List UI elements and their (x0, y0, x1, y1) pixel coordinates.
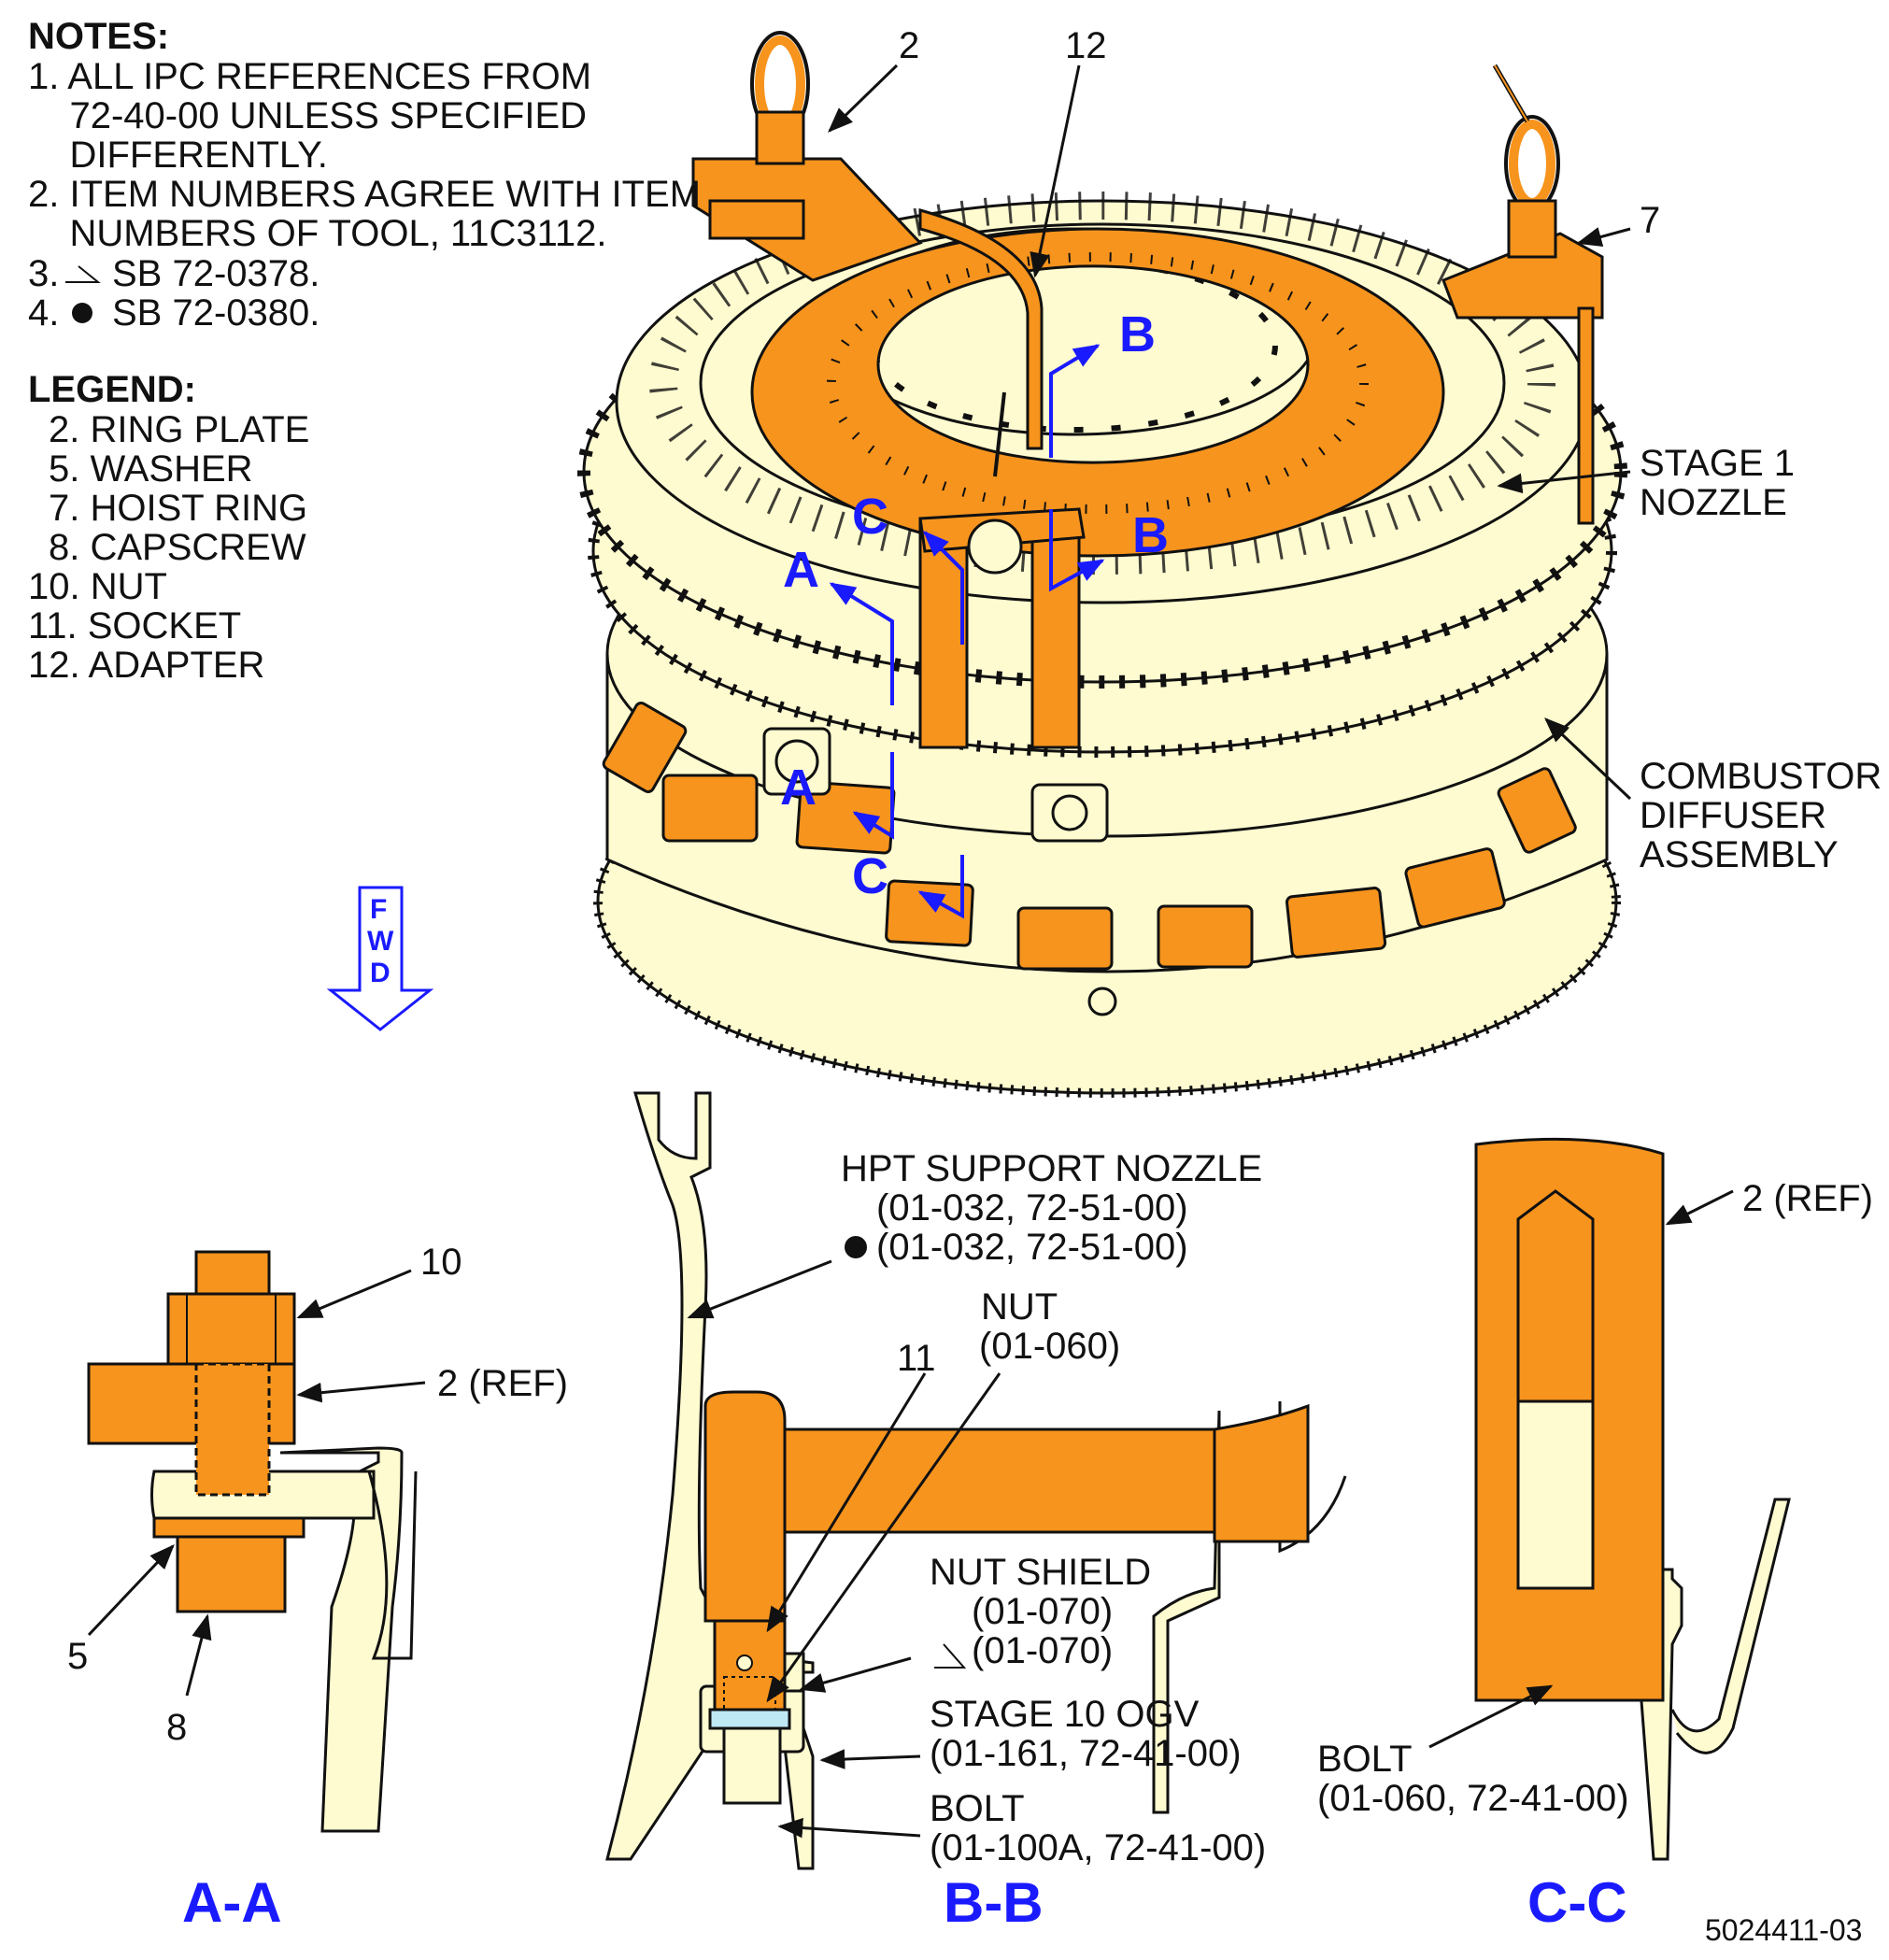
section-marker-c: C (852, 489, 888, 545)
bb-nut-line2: (01-060) (979, 1326, 1121, 1367)
legend-item: 12. ADAPTER (28, 645, 265, 686)
view-cc-title: C-C (1527, 1871, 1627, 1934)
legend-item: 2. RING PLATE (49, 409, 310, 450)
note-2-line-2: NUMBERS OF TOOL, 11C3112. (28, 213, 607, 254)
aa-callout-item-10: 10 (420, 1242, 462, 1283)
callout-stage1-nozzle-line1: STAGE 1 (1640, 443, 1795, 484)
aa-callout-item-8: 8 (166, 1707, 188, 1748)
cc-bolt-line2: (01-060, 72-41-00) (1317, 1778, 1629, 1819)
legend-item: 5. WASHER (49, 448, 253, 490)
note-1-line-1: 1. ALL IPC REFERENCES FROM (28, 56, 592, 97)
bb-hpt-line3: (01-032, 72-51-00) (876, 1227, 1188, 1268)
sb-0378-triangle-icon (65, 265, 101, 283)
view-bb-drawing (605, 1091, 1347, 1870)
section-marker-a: A (783, 542, 819, 598)
bb-bolt-line1: BOLT (930, 1788, 1025, 1829)
callout-stage1-nozzle-line2: NOZZLE (1640, 482, 1787, 523)
section-marker-b: B (1119, 306, 1156, 362)
fwd-letter-w: W (367, 926, 394, 957)
aa-callout-item-5: 5 (67, 1636, 89, 1677)
view-bb-title: B-B (944, 1871, 1044, 1934)
bb-hpt-line2: (01-032, 72-51-00) (876, 1187, 1188, 1229)
note-3-text: SB 72-0378. (112, 253, 320, 294)
bb-shield-line2: (01-070) (972, 1591, 1114, 1632)
note-2-line-1: 2. ITEM NUMBERS AGREE WITH ITEM (28, 174, 702, 215)
fwd-letter-d: D (370, 958, 391, 988)
note-1-line-3: DIFFERENTLY. (28, 135, 328, 176)
ring-plate-tool (691, 31, 1604, 749)
note-4-text: SB 72-0380. (112, 292, 320, 334)
callout-combustor-line3: ASSEMBLY (1640, 834, 1839, 875)
combustor-diffuser-assembly (577, 192, 1627, 1098)
view-cc-drawing (1474, 1137, 1791, 1861)
sb-0380-bullet-icon (845, 1236, 867, 1258)
legend-item: 11. SOCKET (28, 605, 242, 646)
callout-combustor-line2: DIFFUSER (1640, 795, 1826, 836)
section-marker-a: A (780, 760, 817, 816)
legend-heading: LEGEND: (28, 369, 196, 410)
note-4-number: 4. (28, 292, 60, 334)
note-3-number: 3. (28, 253, 60, 294)
bb-ogv-line1: STAGE 10 OGV (930, 1694, 1200, 1735)
legend-item: 7. HOIST RING (49, 488, 308, 529)
notes-heading: NOTES: (28, 16, 170, 57)
callout-combustor-line1: COMBUSTOR (1640, 756, 1882, 797)
sb-0380-bullet-icon (72, 303, 92, 323)
section-cut-lines (829, 344, 1105, 919)
view-aa-title: A-A (182, 1871, 282, 1934)
view-aa-drawing (87, 1250, 418, 1833)
cc-bolt-line1: BOLT (1317, 1739, 1413, 1780)
bb-callout-item-11: 11 (897, 1338, 936, 1379)
legend-item: 8. CAPSCREW (49, 527, 306, 568)
view-aa-leaders (87, 1269, 426, 1697)
note-1-line-2: 72-40-00 UNLESS SPECIFIED (28, 95, 588, 136)
callout-item-12: 12 (1065, 25, 1107, 66)
figure-id: 5024411-03 (1705, 1913, 1863, 1947)
bb-ogv-line2: (01-161, 72-41-00) (930, 1733, 1242, 1774)
section-marker-b: B (1132, 507, 1169, 563)
fwd-letter-f: F (370, 894, 388, 925)
sb-0378-triangle-icon (934, 1643, 967, 1669)
bb-bolt-line2: (01-100A, 72-41-00) (930, 1827, 1267, 1868)
callout-item-2: 2 (899, 25, 920, 66)
bb-hpt-line1: HPT SUPPORT NOZZLE (841, 1148, 1263, 1189)
cc-callout-item-2-ref: 2 (REF) (1742, 1178, 1873, 1219)
bb-shield-line1: NUT SHIELD (930, 1552, 1152, 1593)
bb-shield-line3: (01-070) (972, 1630, 1114, 1671)
main-leaders (828, 64, 1632, 801)
bb-nut-line1: NUT (981, 1286, 1058, 1328)
aa-callout-item-2-ref: 2 (REF) (437, 1363, 568, 1404)
callout-item-7: 7 (1640, 200, 1661, 241)
legend-item: 10. NUT (28, 566, 167, 607)
section-marker-c: C (852, 848, 888, 904)
view-bb-leaders (687, 1259, 1001, 1839)
view-cc-leaders (1428, 1189, 1734, 1749)
forward-direction-arrow (326, 886, 434, 1031)
